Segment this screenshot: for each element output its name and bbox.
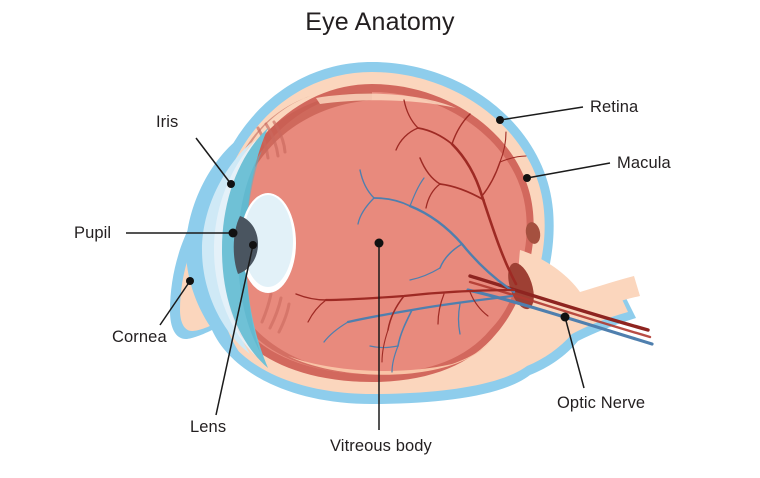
vein-branch-v3 <box>357 197 375 225</box>
cornea-inner-arc <box>202 142 252 354</box>
artery-branch-b1 <box>387 295 405 331</box>
label-vitreous-body: Vitreous body <box>330 437 432 455</box>
central-retinal-vein <box>466 288 654 346</box>
artery-branch-b5 <box>437 293 445 325</box>
leader-line-iris <box>195 137 232 185</box>
macula-spot <box>525 222 541 244</box>
bottom-highlight <box>288 342 490 375</box>
artery-branch-a7 <box>451 113 471 145</box>
vein-branch-v1 <box>373 197 411 207</box>
artery-branch-a10 <box>499 155 527 163</box>
point-dot-cornea <box>186 277 194 285</box>
lower-left-shadow <box>232 286 352 373</box>
leader-line-retina <box>499 106 584 121</box>
point-dot-retina <box>496 116 504 124</box>
globe-shading <box>228 92 372 373</box>
point-dot-macula <box>523 174 531 182</box>
artery-branch-a5 <box>403 99 419 129</box>
label-retina: Retina <box>590 98 639 116</box>
optic-nerve-structure <box>466 250 654 352</box>
artery-branch-a6 <box>395 127 419 151</box>
page-title: Eye Anatomy <box>305 8 455 36</box>
leader-dots <box>186 116 570 322</box>
artery-branch-trunk <box>468 280 652 339</box>
point-dot-optic-nerve <box>560 312 570 322</box>
artery-branch-a2 <box>419 157 441 185</box>
vein-branch-v2 <box>359 169 375 199</box>
retinal-vessels <box>295 99 527 373</box>
vein-branch-v7 <box>397 309 413 347</box>
label-macula: Macula <box>617 154 671 172</box>
iris-shading <box>238 150 262 352</box>
label-lens: Lens <box>190 418 227 436</box>
vein-branch-v11 <box>457 303 461 335</box>
point-dot-pupil <box>228 228 238 238</box>
central-retinal-artery <box>468 274 650 332</box>
leader-line-optic-nerve <box>564 316 585 389</box>
leader-line-macula <box>526 162 611 179</box>
point-dot-vitreous <box>374 238 384 248</box>
globe-highlights <box>288 93 490 375</box>
point-dot-iris <box>227 180 235 188</box>
point-dot-lens <box>249 241 257 249</box>
artery-branch-b2 <box>381 329 389 363</box>
leader-line-lens <box>215 244 254 416</box>
lens-body <box>243 195 293 287</box>
artery-branch-b3 <box>295 293 327 301</box>
vein-branch-v4 <box>439 243 463 269</box>
artery-branch-a3 <box>425 183 441 209</box>
artery-branch-b4 <box>307 299 327 323</box>
label-optic-nerve: Optic Nerve <box>557 394 646 412</box>
label-cornea: Cornea <box>112 328 167 346</box>
leader-lines <box>126 106 611 430</box>
leader-line-cornea <box>159 280 191 326</box>
vein-branch-v6 <box>409 177 425 207</box>
ciliary-striations-bottom <box>260 292 291 334</box>
artery-branch-a9 <box>499 131 507 163</box>
label-iris: Iris <box>156 113 179 131</box>
top-highlight <box>316 93 456 108</box>
vein-branch-v10 <box>323 321 349 343</box>
artery-branch-b6 <box>469 291 489 317</box>
ciliary-striations-top <box>256 120 287 160</box>
label-pupil: Pupil <box>74 224 112 242</box>
vein-branch-v8 <box>391 345 399 373</box>
optic-nerve-sheath <box>518 250 640 352</box>
pupil-opening <box>233 216 258 274</box>
optic-disc <box>508 262 534 310</box>
vein-branch-v5 <box>409 267 441 281</box>
artery-branch-a1 <box>439 183 485 201</box>
artery-branch-a4 <box>417 127 453 145</box>
cornea-outer-arc <box>186 132 248 362</box>
artery-branch-a8 <box>481 161 501 197</box>
